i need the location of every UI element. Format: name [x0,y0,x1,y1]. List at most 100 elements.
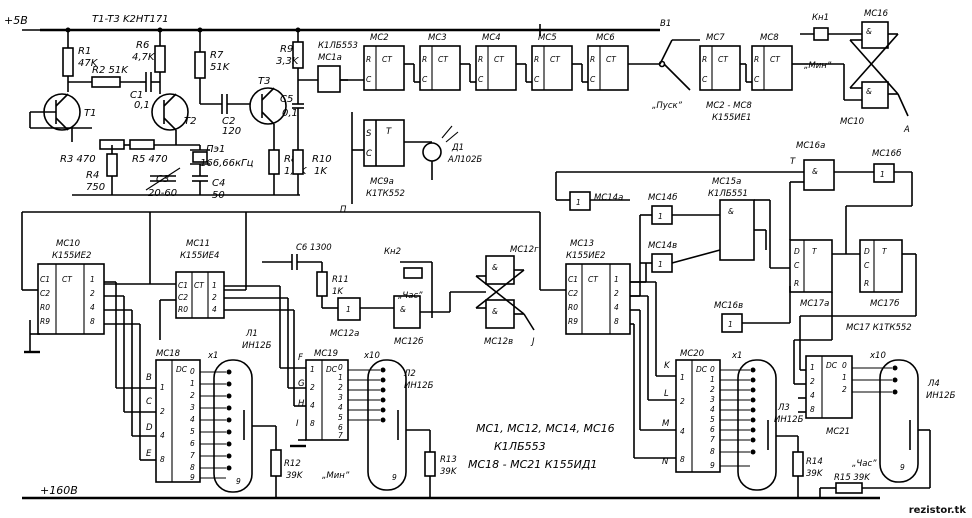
r1-value: 47K [78,58,99,69]
svg-text:1: 1 [880,170,885,179]
svg-text:1: 1 [810,363,815,372]
counter-mc8 [751,45,793,91]
counter-mc5 [531,45,573,91]
x10-left-label: x10 [363,351,380,361]
mc10-label: MC10 [56,239,80,249]
plus5-label: +5B [4,14,28,27]
svg-text:4: 4 [810,391,815,400]
svg-text:7: 7 [190,451,195,460]
r8-label: R8 [284,154,297,165]
svg-text:1: 1 [190,379,195,388]
mc19-label: MC19 [314,349,338,359]
mc13-type: К155ИЕ2 [566,251,605,261]
resistor-r10 [292,149,304,175]
counter-mc11 [175,271,225,319]
svg-text:CT: CT [438,55,449,64]
r12-label: R12 [284,459,301,469]
svg-text:R9: R9 [568,317,578,326]
svg-text:2: 2 [338,383,343,392]
svg-text:D: D [794,247,800,256]
svg-text:1: 1 [728,320,733,329]
mc6-label: MC6 [596,33,615,43]
t2-label: T2 [184,116,196,127]
decoder-mc21 [805,355,853,419]
svg-text:C: C [422,75,428,84]
button-kn1[interactable] [813,27,829,41]
nand-mc12b [393,295,421,329]
l4-label: Л4 [927,379,940,389]
svg-text:C: C [702,75,708,84]
resistor-r1 [62,47,74,77]
resistor-r13 [424,451,436,477]
mc3-label: MC3 [428,33,447,43]
svg-text:8: 8 [190,463,195,472]
r14-label: R14 [806,457,823,467]
svg-text:C: C [366,75,372,84]
transistor-types: T1-T3 K2HT171 [92,14,169,25]
svg-text:4: 4 [338,403,343,412]
svg-text:T: T [386,127,392,137]
mc16a-label: MC16a [796,141,825,151]
plus5-rail: +5B [4,14,660,32]
d1-label: Д1 [451,143,464,153]
svg-text:C: C [366,149,372,159]
svg-text:C1: C1 [40,275,50,284]
svg-text:I: I [296,419,299,429]
svg-text:R: R [864,279,869,288]
mc1a-type: К1ЛБ553 [318,41,358,51]
mc17a-label: MC17a [800,299,829,309]
d1-type: АЛ102Б [447,155,482,165]
c5-value: 0,1 [282,108,298,119]
r1-label: R1 [78,46,91,57]
mc15a-type: К1ЛБ551 [708,189,748,199]
flipflop-mc17b [859,239,903,293]
mc16-top-label: MC16 [864,9,889,19]
l3-type: ИН12Б [774,415,804,425]
svg-text:9: 9 [710,461,715,470]
mc21-label: MC21 [826,427,850,437]
gate-mc12a [337,297,361,321]
svg-text:D: D [146,423,153,433]
svg-text:R: R [422,55,427,64]
mc11-label: MC11 [186,239,210,249]
svg-text:1: 1 [346,305,351,314]
counter-mc3 [419,45,461,91]
mc20-label: MC20 [680,349,704,359]
mc1a-label: MC1a [318,53,342,63]
svg-text:1: 1 [680,373,685,382]
svg-text:2: 2 [310,383,315,392]
svg-text:S: S [366,129,372,139]
svg-text:9: 9 [190,473,195,482]
svg-text:DC: DC [826,361,838,370]
r4-label: R4 [86,170,99,181]
nand-mc15a [719,199,755,261]
svg-text:G: G [298,379,305,389]
pusk-label: „Пуск” [652,101,683,111]
svg-text:7: 7 [338,431,343,440]
counter-mc10 [37,263,105,335]
svg-text:R0: R0 [178,305,188,314]
switch-b1[interactable] [658,60,666,68]
svg-text:3: 3 [190,403,195,412]
svg-text:CT: CT [718,55,729,64]
svg-text:R: R [702,55,707,64]
r4-value: 750 [86,182,105,193]
svg-text:C1: C1 [178,281,188,290]
svg-text:6: 6 [338,423,343,432]
resistor-r6 [154,45,166,73]
resistor-r7 [194,51,206,79]
svg-text:L: L [664,389,669,399]
svg-text:K: K [664,361,671,371]
chas-button-label: „Час” [398,291,423,301]
svg-text:1: 1 [842,373,847,382]
r2-label: R2 51K [92,65,129,76]
svg-text:9: 9 [392,473,397,482]
svg-text:0: 0 [190,367,195,376]
x1-left-label: x1 [207,351,218,361]
svg-text:R: R [366,55,371,64]
button-kn2[interactable] [403,267,423,279]
c3-value: 20-60 [148,188,177,199]
